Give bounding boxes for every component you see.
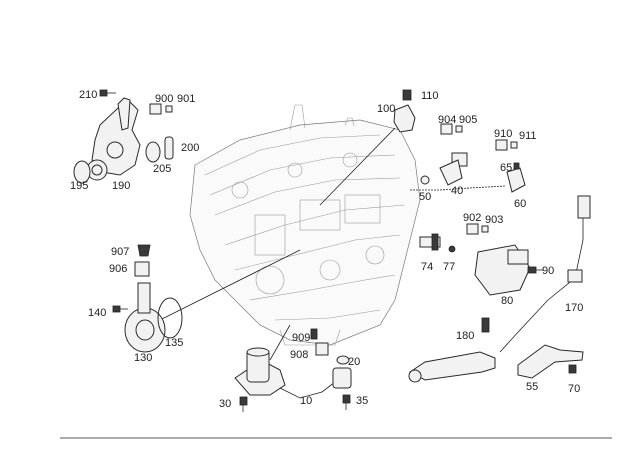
bolt-77 <box>448 245 456 253</box>
callout-10: 10 <box>300 395 312 407</box>
leader-line-sensor-100 <box>319 127 396 206</box>
module-80 <box>474 244 531 296</box>
bracket-55 <box>517 344 584 379</box>
gasket-200 <box>164 136 174 160</box>
sensor-10 <box>234 328 352 399</box>
callout-906: 906 <box>109 263 127 275</box>
callout-909: 909 <box>292 332 310 344</box>
callout-195: 195 <box>70 180 88 192</box>
sensor-100 <box>393 89 416 133</box>
sensor-130 <box>124 244 166 353</box>
callout-910: 910 <box>494 128 512 140</box>
callout-55: 55 <box>526 381 538 393</box>
callout-100: 100 <box>377 103 395 115</box>
sensor-74 <box>419 233 441 251</box>
leader-line-sensor-10 <box>269 324 291 361</box>
connector-910 <box>495 139 518 151</box>
callout-65: 65 <box>500 162 512 174</box>
callout-908: 908 <box>290 349 308 361</box>
callout-200: 200 <box>181 142 199 154</box>
bolt-35 <box>342 394 351 410</box>
seal-135 <box>157 297 183 339</box>
cable-40 <box>410 185 506 191</box>
washer-50 <box>420 175 430 185</box>
callout-74: 74 <box>421 261 433 273</box>
knock-sensor-180 <box>408 317 496 383</box>
callout-180: 180 <box>456 330 474 342</box>
callout-35: 35 <box>356 395 368 407</box>
callout-140: 140 <box>88 307 106 319</box>
callout-902: 902 <box>463 212 481 224</box>
connector-902 <box>466 223 489 235</box>
bolt-30 <box>239 396 248 412</box>
callout-30: 30 <box>219 398 231 410</box>
callout-70: 70 <box>568 383 580 395</box>
callout-110: 110 <box>421 90 439 102</box>
callout-907: 907 <box>111 246 129 258</box>
callout-80: 80 <box>501 295 513 307</box>
bolt-90 <box>527 266 544 274</box>
callout-901: 901 <box>177 93 195 105</box>
leader-line-sensor-130 <box>159 249 301 321</box>
callout-170: 170 <box>565 302 583 314</box>
callout-60: 60 <box>514 198 526 210</box>
gasket-205 <box>145 141 161 163</box>
sensor-40 <box>439 152 468 186</box>
bracket-60 <box>506 162 526 193</box>
callout-210: 210 <box>79 89 97 101</box>
bolt-70 <box>568 364 577 374</box>
callout-205: 205 <box>153 163 171 175</box>
callout-20: 20 <box>348 356 360 368</box>
callouts: 210 900 901 200 205 195 190 110 100 904 … <box>70 89 583 410</box>
callout-911: 911 <box>519 130 537 142</box>
connector-904 <box>440 123 463 135</box>
callout-190: 190 <box>112 180 130 192</box>
callout-90: 90 <box>542 265 554 277</box>
callout-905: 905 <box>459 114 477 126</box>
harness-connector-170 <box>567 195 591 283</box>
actuator-assembly-190 <box>86 97 141 181</box>
bolt-210 <box>99 89 116 97</box>
callout-900: 900 <box>155 93 173 105</box>
connector-900 <box>149 103 173 115</box>
callout-40: 40 <box>451 185 463 197</box>
callout-903: 903 <box>485 214 503 226</box>
engine-block <box>189 104 421 346</box>
bolt-140 <box>112 305 128 313</box>
callout-135: 135 <box>165 337 183 349</box>
callout-77: 77 <box>443 261 455 273</box>
harness-170 <box>499 203 584 353</box>
callout-50: 50 <box>419 191 431 203</box>
gasket-195 <box>73 160 91 184</box>
callout-130: 130 <box>134 352 152 364</box>
callout-904: 904 <box>438 114 456 126</box>
